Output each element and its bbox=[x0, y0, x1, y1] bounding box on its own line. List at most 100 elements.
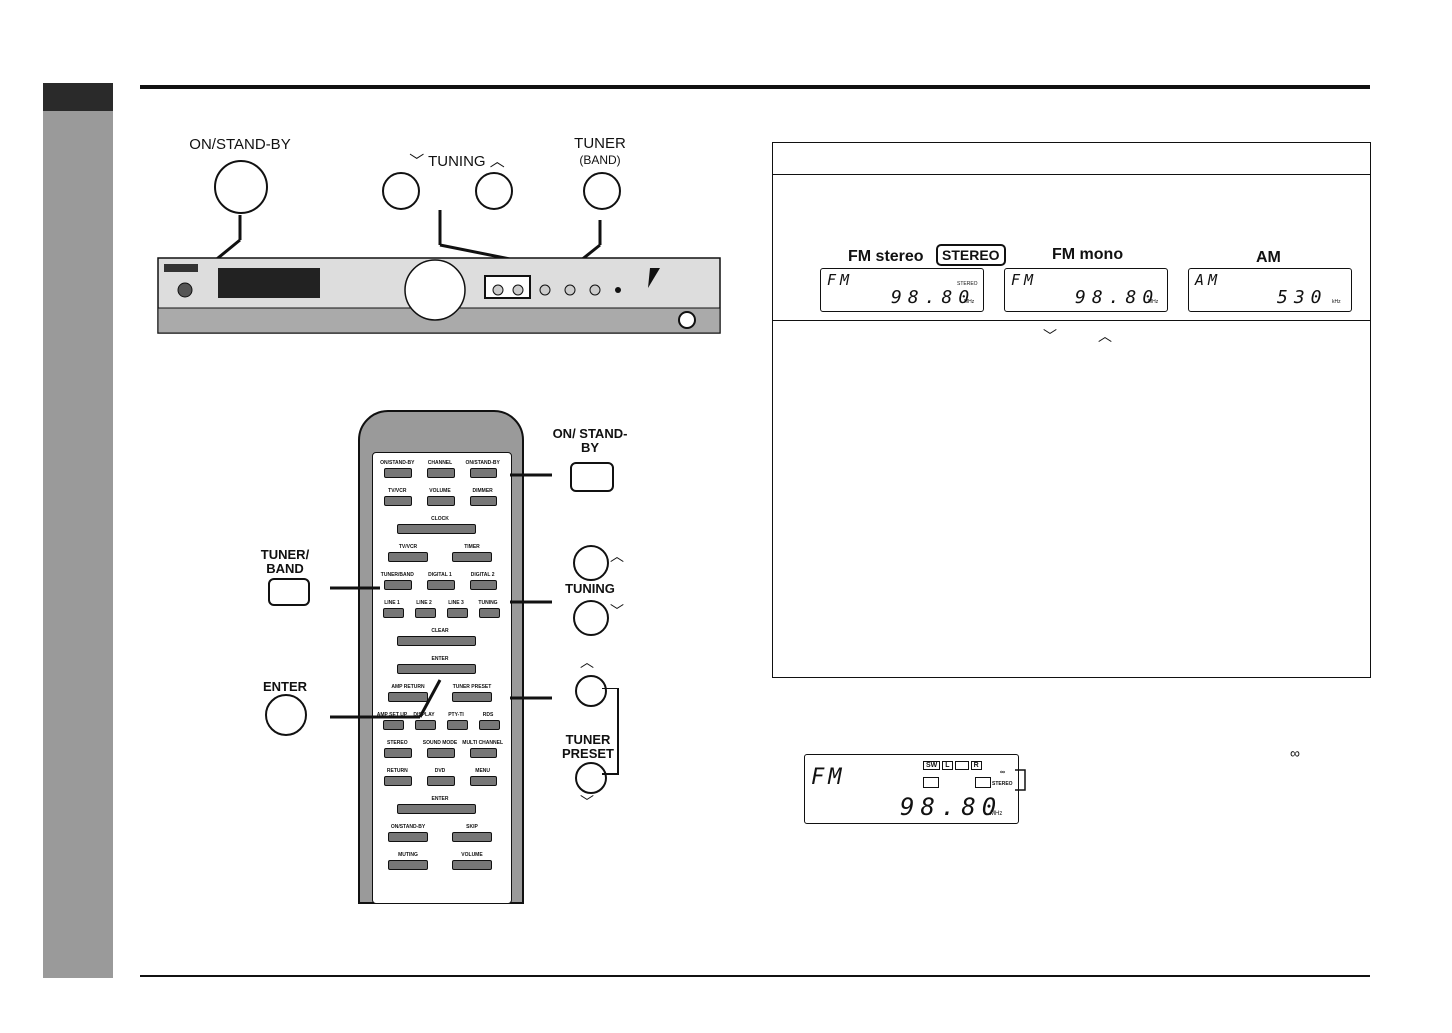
indicator-bracket bbox=[1015, 769, 1026, 791]
remote-key[interactable] bbox=[397, 636, 476, 646]
remote-key[interactable] bbox=[427, 776, 455, 786]
remote-key-label: ON/STAND-BY bbox=[465, 460, 500, 466]
remote-key[interactable] bbox=[469, 496, 498, 506]
remote-key-label: CHANNEL bbox=[427, 460, 453, 466]
remote-key[interactable] bbox=[446, 608, 468, 618]
remote-key-label: SKIP bbox=[466, 824, 478, 830]
remote-key-label: STEREO bbox=[387, 740, 408, 746]
on-standby-button[interactable] bbox=[214, 160, 268, 214]
remote-tuning-up-button[interactable] bbox=[573, 545, 609, 581]
remote-key[interactable] bbox=[387, 692, 428, 702]
remote-key[interactable] bbox=[397, 664, 476, 674]
remote-tuning-down-button[interactable] bbox=[573, 600, 609, 636]
remote-key[interactable] bbox=[384, 748, 412, 758]
remote-key-label: RETURN bbox=[386, 768, 408, 774]
remote-key[interactable] bbox=[469, 748, 498, 758]
remote-key-label: DIGITAL 2 bbox=[470, 572, 495, 578]
front-panel-illustration bbox=[157, 210, 721, 334]
remote-key[interactable] bbox=[414, 720, 436, 730]
remote-key[interactable] bbox=[469, 468, 498, 478]
panel-divider bbox=[772, 174, 1370, 175]
chevron-up-icon: ︿ bbox=[610, 548, 624, 564]
label-remote-tuner-band: TUNER/ BAND bbox=[260, 547, 310, 576]
remote-key-label: ON/STAND-BY bbox=[380, 460, 415, 466]
remote-key-label: ENTER bbox=[431, 656, 449, 662]
remote-key[interactable] bbox=[384, 468, 412, 478]
remote-key[interactable] bbox=[387, 552, 428, 562]
remote-key-label: DVD bbox=[434, 768, 446, 774]
tuning-down-button[interactable] bbox=[382, 172, 420, 210]
label-remote-tuning: TUNING bbox=[565, 581, 615, 596]
fm-stereo-label: FM stereo bbox=[848, 248, 924, 265]
remote-key[interactable] bbox=[397, 524, 476, 534]
remote-keys: ON/STAND-BY CHANNEL ON/STAND-BY TV/VCR VOLUM… bbox=[370, 450, 510, 900]
remote-key-label: VOLUME bbox=[461, 852, 483, 858]
remote-key-label: CLOCK bbox=[431, 516, 449, 522]
fm-mono-label: FM mono bbox=[1052, 246, 1124, 263]
remote-preset-down-button[interactable] bbox=[575, 762, 607, 794]
remote-key[interactable] bbox=[427, 496, 455, 506]
remote-key[interactable] bbox=[451, 692, 492, 702]
remote-key[interactable] bbox=[397, 804, 476, 814]
bottom-display-tags: SW L R bbox=[923, 761, 982, 770]
chevron-down-icon: ﹀ bbox=[580, 794, 594, 810]
tuner-band-button[interactable] bbox=[583, 172, 621, 210]
remote-key[interactable] bbox=[469, 776, 498, 786]
remote-key-label: DIMMER bbox=[472, 488, 493, 494]
remote-key[interactable] bbox=[427, 580, 455, 590]
remote-key-label: RDS bbox=[482, 712, 494, 718]
label-remote-enter: ENTER bbox=[262, 679, 308, 694]
remote-preset-up-button[interactable] bbox=[575, 675, 607, 707]
label-tuning: ﹀ TUNING ︿ bbox=[409, 153, 505, 170]
remote-key-label: TV/VCR bbox=[388, 488, 407, 494]
remote-enter-button[interactable] bbox=[265, 694, 307, 736]
side-tab-header bbox=[43, 83, 113, 111]
remote-key-label: ON/STAND-BY bbox=[390, 824, 426, 830]
chevron-down-icon: ﹀ bbox=[409, 153, 425, 170]
tuning-up-button[interactable] bbox=[475, 172, 513, 210]
am-display: AM 530 kHz bbox=[1188, 268, 1352, 312]
remote-key-label: AMP SET UP bbox=[376, 712, 408, 718]
remote-key[interactable] bbox=[478, 608, 500, 618]
remote-key[interactable] bbox=[427, 468, 455, 478]
top-rule bbox=[140, 85, 1370, 89]
label-remote-on-standby: ON/ STAND-BY bbox=[552, 426, 628, 455]
remote-key[interactable] bbox=[451, 832, 492, 842]
remote-key[interactable] bbox=[384, 776, 412, 786]
remote-key-label: AMP RETURN bbox=[391, 684, 425, 690]
am-label: AM bbox=[1256, 249, 1281, 266]
chevron-up-icon: ︿ bbox=[489, 153, 505, 170]
remote-key[interactable] bbox=[414, 608, 436, 618]
label-tuner-band: TUNER (BAND) bbox=[574, 135, 626, 168]
remote-key[interactable] bbox=[382, 720, 404, 730]
remote-key[interactable] bbox=[387, 860, 428, 870]
remote-key[interactable] bbox=[427, 748, 455, 758]
remote-key-label: DIGITAL 1 bbox=[428, 572, 452, 578]
remote-on-standby-button[interactable] bbox=[570, 462, 614, 492]
remote-key-label: TUNER/BAND bbox=[380, 572, 414, 578]
remote-key[interactable] bbox=[446, 720, 468, 730]
label-remote-tuner-preset: TUNER PRESET bbox=[561, 732, 614, 761]
remote-key-label: MENU bbox=[475, 768, 491, 774]
remote-key-label: MUTING bbox=[398, 852, 418, 858]
remote-key[interactable] bbox=[469, 580, 498, 590]
remote-key[interactable] bbox=[384, 496, 412, 506]
bottom-rule bbox=[140, 975, 1370, 977]
remote-key-label: SOUND MODE bbox=[422, 740, 458, 746]
chevron-up-icon: ︿ bbox=[1098, 328, 1112, 344]
remote-key[interactable] bbox=[451, 552, 492, 562]
remote-key[interactable] bbox=[451, 860, 492, 870]
remote-key-label: CLEAR bbox=[431, 628, 449, 634]
remote-key[interactable] bbox=[387, 832, 428, 842]
remote-key[interactable] bbox=[384, 580, 412, 590]
remote-key[interactable] bbox=[478, 720, 500, 730]
remote-key-label: PTY-TI bbox=[448, 712, 464, 718]
remote-key-label: LINE 2 bbox=[416, 600, 432, 606]
remote-key-label: LINE 1 bbox=[384, 600, 400, 606]
remote-key-label: TUNER PRESET bbox=[452, 684, 492, 690]
stereo-badge: STEREO bbox=[936, 244, 1006, 266]
bottom-fm-display: FM 98.80 MHz SW L R ∞ STEREO bbox=[804, 754, 1019, 824]
remote-key[interactable] bbox=[382, 608, 404, 618]
remote-key-label: TV/VCR bbox=[398, 544, 418, 550]
remote-tuner-band-button[interactable] bbox=[268, 578, 310, 606]
